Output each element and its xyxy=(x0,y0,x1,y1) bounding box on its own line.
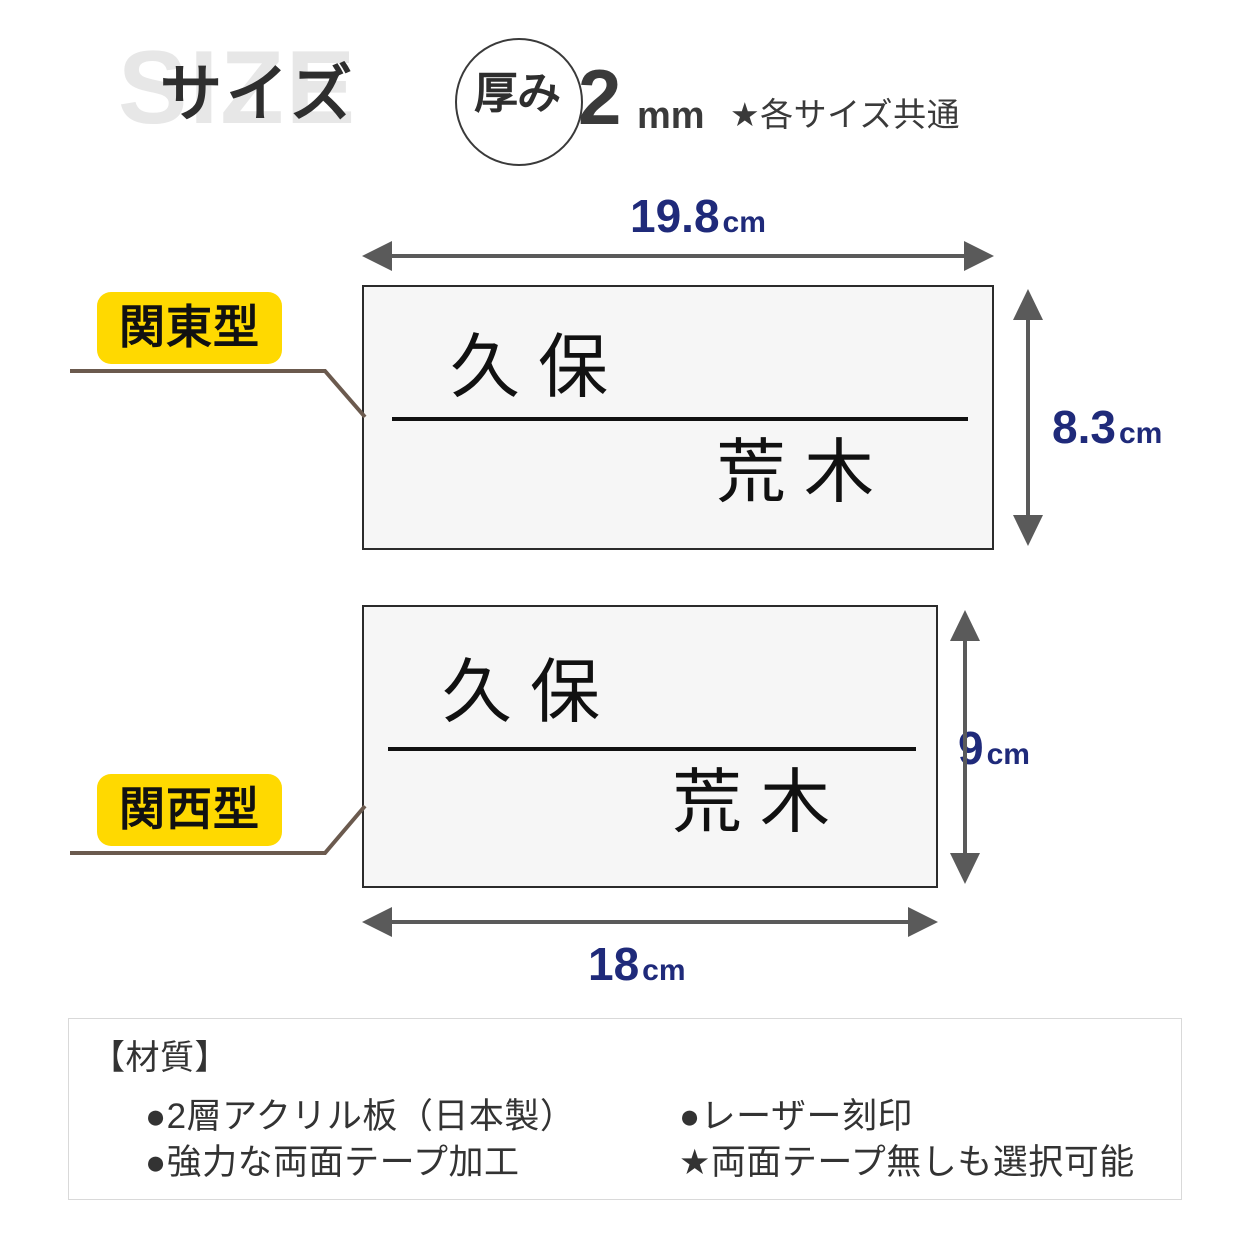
arrow-kanto-height xyxy=(1013,289,1043,546)
dimension-kansai-height-value: 9 xyxy=(958,722,984,774)
size-ghost-title: SIZE xyxy=(118,30,358,146)
thickness-note: ★各サイズ共通 xyxy=(730,96,961,133)
dimension-kansai-width-unit: cm xyxy=(642,954,686,987)
thickness-value: 2 xyxy=(578,53,622,141)
material-left-column: ●2層アクリル板（日本製） ●強力な両面テープ加工 xyxy=(145,1094,575,1186)
type-badge-kanto: 関東型 xyxy=(97,292,282,364)
material-title: 【材質】 xyxy=(91,1039,229,1077)
nameplate-kanto-name-top: 久保 xyxy=(450,328,626,406)
thickness-unit: mm xyxy=(637,95,705,137)
header-section: SIZE サイズ 厚み 2 mm ★各サイズ共通 xyxy=(0,0,1250,180)
leader-line-kanto xyxy=(70,369,367,419)
material-item: ●レーザー刻印 xyxy=(679,1097,913,1136)
arrow-kansai-width xyxy=(362,907,938,937)
nameplate-kanto: 久保 荒木 xyxy=(362,285,994,550)
nameplate-kansai-divider xyxy=(388,747,916,751)
material-item: ●強力な両面テープ加工 xyxy=(145,1143,520,1183)
thickness-circle-icon xyxy=(455,38,583,166)
material-item: ●2層アクリル板（日本製） xyxy=(145,1097,576,1136)
material-item: ★両面テープ無しも選択可能 xyxy=(679,1143,1135,1183)
nameplate-kansai: 久保 荒木 xyxy=(362,605,938,888)
nameplate-kansai-name-bottom: 荒木 xyxy=(672,763,848,841)
material-right-column: ●レーザー刻印 ★両面テープ無しも選択可能 xyxy=(679,1094,1135,1186)
thickness-label: 厚み xyxy=(474,69,561,118)
dimension-kanto-height-unit: cm xyxy=(1118,417,1163,450)
nameplate-kansai-name-top: 久保 xyxy=(442,653,618,731)
material-info-box: 【材質】 ●2層アクリル板（日本製） ●強力な両面テープ加工 ●レーザー刻印 ★… xyxy=(68,1018,1182,1200)
dimension-kansai-height-unit: cm xyxy=(986,738,1030,771)
type-badge-kansai: 関西型 xyxy=(97,774,282,846)
arrow-kanto-width xyxy=(362,241,994,271)
page-title: サイズ xyxy=(160,60,357,129)
dimension-kansai-width-value: 18 xyxy=(588,938,640,990)
nameplate-kanto-divider xyxy=(392,417,968,421)
dimension-kanto-width-unit: cm xyxy=(722,206,766,239)
dimension-kanto-width-value: 19.8 xyxy=(630,190,720,242)
dimension-kanto-height-value: 8.3 xyxy=(1052,401,1116,453)
nameplate-kanto-name-bottom: 荒木 xyxy=(716,433,892,511)
